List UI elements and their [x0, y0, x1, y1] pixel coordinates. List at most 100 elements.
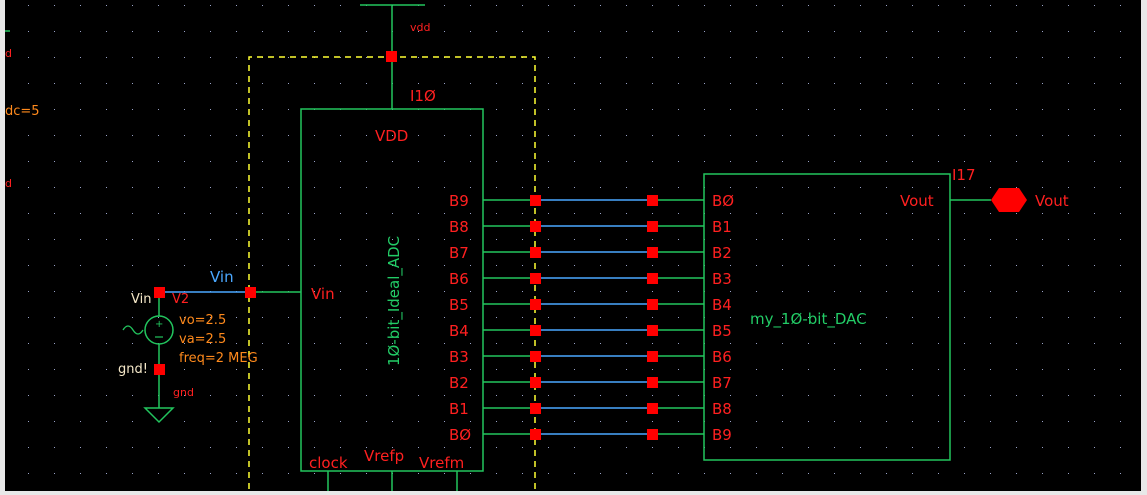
grid-dot	[444, 239, 445, 240]
adc-side-pin-marker[interactable]	[530, 273, 541, 284]
grid-dot	[548, 83, 549, 84]
adc-pin-label-b5: B5	[449, 296, 469, 314]
grid-dot	[210, 473, 211, 474]
grid-dot	[886, 265, 887, 266]
grid-dot	[418, 57, 419, 58]
grid-dot	[496, 473, 497, 474]
grid-dot	[1016, 369, 1017, 370]
grid-dot	[548, 5, 549, 6]
grid-dot	[756, 369, 757, 370]
grid-dot	[210, 317, 211, 318]
grid-dot	[1042, 473, 1043, 474]
vin-adc-pin-marker[interactable]	[245, 287, 256, 298]
grid-dot	[548, 369, 549, 370]
grid-dot	[392, 161, 393, 162]
grid-dot	[860, 317, 861, 318]
grid-dot	[1042, 317, 1043, 318]
grid-dot	[600, 57, 601, 58]
adc-side-pin-marker[interactable]	[530, 299, 541, 310]
grid-dot	[80, 421, 81, 422]
source-param-freq: freq=2 MEG	[179, 351, 258, 366]
dac-side-pin-marker[interactable]	[647, 429, 658, 440]
adc-side-pin-marker[interactable]	[530, 221, 541, 232]
output-pin-icon[interactable]	[991, 188, 1027, 212]
grid-dot	[470, 447, 471, 448]
grid-dot	[392, 395, 393, 396]
source-param-va: va=2.5	[179, 332, 226, 347]
grid-dot	[782, 5, 783, 6]
grid-dot	[54, 83, 55, 84]
adc-side-pin-marker[interactable]	[530, 403, 541, 414]
dac-side-pin-marker[interactable]	[647, 273, 658, 284]
grid-dot	[834, 135, 835, 136]
grid-dot	[236, 395, 237, 396]
vdd-pin-marker[interactable]	[386, 51, 397, 62]
dac-side-pin-marker[interactable]	[647, 403, 658, 414]
grid-dot	[990, 161, 991, 162]
grid-dot	[80, 317, 81, 318]
grid-dot	[106, 213, 107, 214]
grid-dot	[938, 187, 939, 188]
grid-dot	[1120, 421, 1121, 422]
grid-dot	[548, 395, 549, 396]
grid-dot	[522, 317, 523, 318]
adc-side-pin-marker[interactable]	[530, 247, 541, 258]
grid-dot	[496, 57, 497, 58]
grid-dot	[938, 473, 939, 474]
grid-dot	[314, 421, 315, 422]
adc-side-pin-marker[interactable]	[530, 377, 541, 388]
grid-dot	[184, 213, 185, 214]
grid-dot	[288, 83, 289, 84]
dac-side-pin-marker[interactable]	[647, 221, 658, 232]
grid-dot	[574, 5, 575, 6]
grid-dot	[730, 31, 731, 32]
dac-side-pin-marker[interactable]	[647, 247, 658, 258]
schematic-svg[interactable]: vdd I1Ø VDD 1Ø-bit_Ideal_ADC Vin B9B8B7B…	[5, 0, 1141, 491]
grid-dot	[626, 135, 627, 136]
adc-side-pin-marker[interactable]	[530, 351, 541, 362]
grid-dot	[730, 161, 731, 162]
grid-dot	[912, 161, 913, 162]
dac-side-pin-marker[interactable]	[647, 299, 658, 310]
dac-side-pin-marker[interactable]	[647, 195, 658, 206]
adc-side-pin-marker[interactable]	[530, 195, 541, 206]
adc-side-pin-marker[interactable]	[530, 325, 541, 336]
bit-connections	[483, 195, 704, 440]
grid-dot	[236, 213, 237, 214]
grid-dot	[314, 187, 315, 188]
dac-side-pin-marker[interactable]	[647, 351, 658, 362]
grid-dot	[652, 265, 653, 266]
grid-dot	[340, 447, 341, 448]
grid-dot	[756, 109, 757, 110]
grid-dot	[1042, 161, 1043, 162]
vin-source-pin-marker[interactable]	[154, 287, 165, 298]
dac-side-pin-marker[interactable]	[647, 377, 658, 388]
grid-dot	[132, 265, 133, 266]
adc-pin-label-b4: B4	[449, 322, 469, 340]
grid-dot	[210, 5, 211, 6]
grid-dot	[522, 343, 523, 344]
grid-dot	[444, 5, 445, 6]
grid-dot	[782, 473, 783, 474]
grid-dot	[210, 343, 211, 344]
grid-dot	[678, 161, 679, 162]
dac-block[interactable]	[703, 173, 951, 461]
grid-dot	[236, 5, 237, 6]
gnd-pin-marker[interactable]	[154, 364, 165, 375]
grid-dot	[808, 317, 809, 318]
grid-dot	[756, 5, 757, 6]
grid-dot	[314, 369, 315, 370]
grid-dot	[756, 187, 757, 188]
grid-dot	[1016, 31, 1017, 32]
grid-dot	[964, 369, 965, 370]
grid-dot	[158, 447, 159, 448]
grid-dot	[600, 109, 601, 110]
grid-dot	[964, 5, 965, 6]
grid-dot	[106, 447, 107, 448]
dac-side-pin-marker[interactable]	[647, 325, 658, 336]
adc-side-pin-marker[interactable]	[530, 429, 541, 440]
grid-dot	[548, 317, 549, 318]
grid-dot	[600, 213, 601, 214]
grid-dot	[782, 343, 783, 344]
